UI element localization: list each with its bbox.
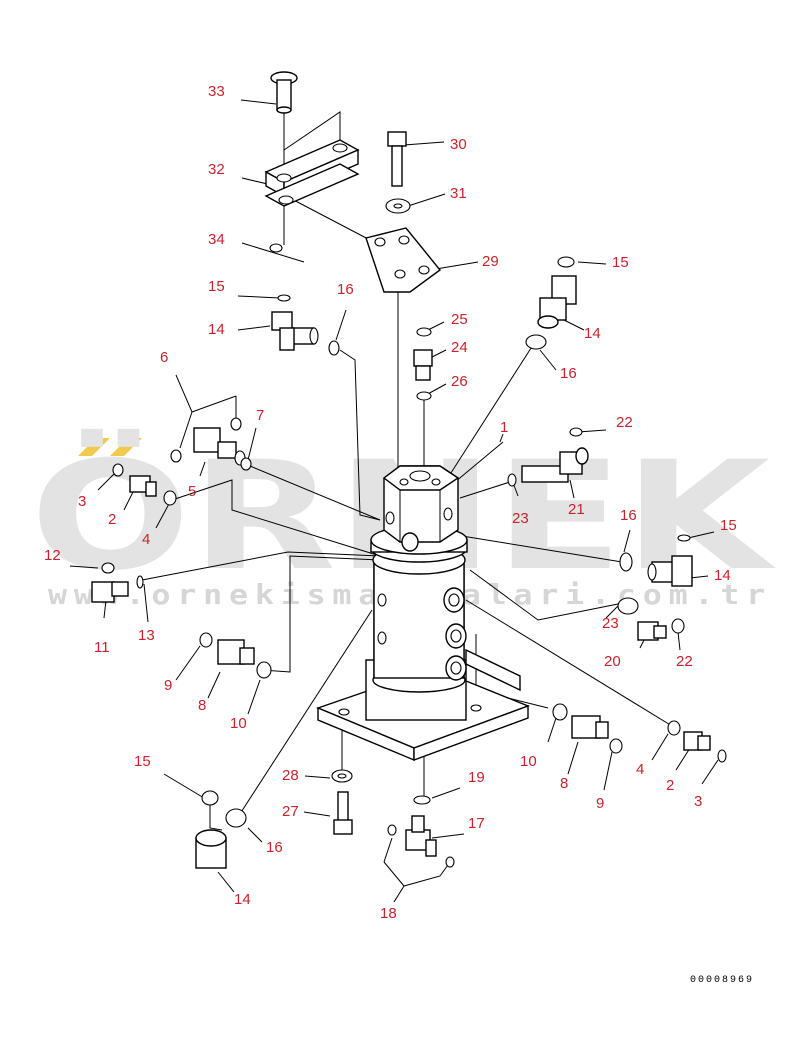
callout-18: 18 [380,905,397,922]
callout-2: 2 [108,511,116,528]
callout-22: 22 [616,414,633,431]
callout-32: 32 [208,161,225,178]
callout-7: 7 [256,407,264,424]
callout-14: 14 [234,891,251,908]
callout-30: 30 [450,136,467,153]
callout-5: 5 [188,483,196,500]
callout-10: 10 [230,715,247,732]
callout-19: 19 [468,769,485,786]
callout-26: 26 [451,373,468,390]
callout-labels: 33 32 34 30 31 29 15 16 14 25 24 26 15 1… [44,83,737,922]
callout-14: 14 [584,325,601,342]
callout-16: 16 [620,507,637,524]
callout-21: 21 [568,501,585,518]
callout-33: 33 [208,83,225,100]
callout-12: 12 [44,547,61,564]
callout-14: 14 [208,321,225,338]
callout-13: 13 [138,627,155,644]
callout-23: 23 [512,510,529,527]
callout-16: 16 [266,839,283,856]
callout-31: 31 [450,185,467,202]
callout-16: 16 [560,365,577,382]
callout-14: 14 [714,567,731,584]
callout-1: 1 [500,419,508,436]
callout-8: 8 [198,697,206,714]
watermark-accent-right [110,438,142,456]
callout-23: 23 [602,615,619,632]
callout-29: 29 [482,253,499,270]
small-parts [91,71,727,869]
leader-lines [69,99,719,903]
callout-15: 15 [208,278,225,295]
callout-8: 8 [560,775,568,792]
callout-6: 6 [160,349,168,366]
callout-9: 9 [164,677,172,694]
callout-3: 3 [78,493,86,510]
callout-28: 28 [282,767,299,784]
callout-24: 24 [451,339,468,356]
drawing-code: 00008969 [690,975,754,986]
callout-15: 15 [720,517,737,534]
swivel-joint-body [316,465,530,762]
callout-10: 10 [520,753,537,770]
callout-17: 17 [468,815,485,832]
callout-2: 2 [666,777,674,794]
callout-27: 27 [282,803,299,820]
callout-20: 20 [604,653,621,670]
callout-11: 11 [94,639,110,656]
callout-16: 16 [337,281,354,298]
callout-15: 15 [134,753,151,770]
callout-25: 25 [451,311,468,328]
callout-4: 4 [142,531,150,548]
callout-34: 34 [208,231,225,248]
callout-4: 4 [636,761,644,778]
callout-22: 22 [676,653,693,670]
callout-9: 9 [596,795,604,812]
callout-3: 3 [694,793,702,810]
callout-15: 15 [612,254,629,271]
watermark-accent-left [78,438,110,456]
